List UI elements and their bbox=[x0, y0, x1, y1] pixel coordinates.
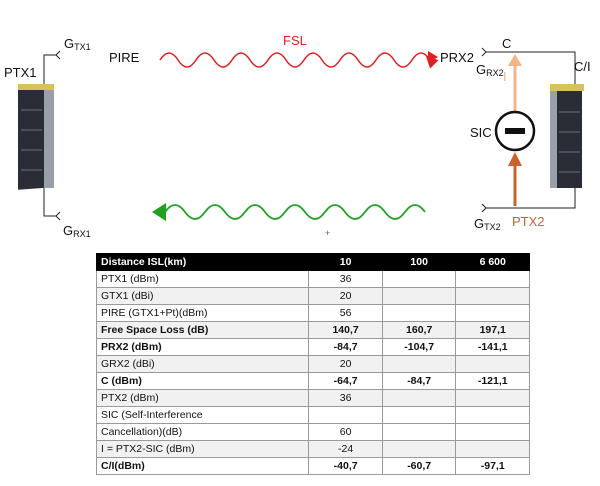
table-cell bbox=[455, 270, 530, 288]
table-row: C (dBm) -64,7 -84,7 -121,1 bbox=[95, 372, 530, 390]
table-cell bbox=[455, 389, 530, 407]
table-cell: -141,1 bbox=[455, 338, 530, 356]
i-label: I bbox=[503, 69, 507, 84]
table-cell: PIRE (GTX1+Pt)(dBm) bbox=[95, 304, 310, 322]
table-cell bbox=[455, 304, 530, 322]
table-cell: 36 bbox=[308, 270, 383, 288]
header-cell: 10 bbox=[308, 253, 383, 271]
table-cell bbox=[381, 389, 457, 407]
table-cell: -40,7 bbox=[308, 457, 383, 475]
table-row: GTX1 (dBi) 20 bbox=[95, 287, 530, 305]
fsl-wave bbox=[159, 52, 439, 69]
table-cell bbox=[455, 287, 530, 305]
left-satellite bbox=[18, 84, 54, 190]
table-cell: 56 bbox=[308, 304, 383, 322]
table-cell: 36 bbox=[308, 389, 383, 407]
table-cell: 197,1 bbox=[455, 321, 530, 339]
table-cell: GRX2 (dBi) bbox=[95, 355, 310, 373]
isl-link-budget-table: Distance ISL(km) 10 100 6 600 PTX1 (dBm)… bbox=[95, 253, 530, 475]
grx1-label: GRX1 bbox=[63, 223, 91, 240]
link-diagram bbox=[18, 47, 584, 221]
return-wave bbox=[164, 204, 426, 220]
table-cell: -64,7 bbox=[308, 372, 383, 390]
table-cell: 60 bbox=[308, 423, 383, 441]
gtx1-label: GTX1 bbox=[64, 36, 91, 53]
prx2-label: PRX2 bbox=[440, 50, 474, 65]
table-row: GRX2 (dBi) 20 bbox=[95, 355, 530, 373]
table-cell: -84,7 bbox=[381, 372, 457, 390]
table-cell: C/I(dBm) bbox=[95, 457, 310, 475]
table-cell: -60,7 bbox=[381, 457, 457, 475]
table-cell: 160,7 bbox=[381, 321, 457, 339]
table-cell: -24 bbox=[308, 440, 383, 458]
header-cell: 6 600 bbox=[455, 253, 530, 271]
c-label: C bbox=[502, 36, 512, 51]
ptx2-label: PTX2 bbox=[512, 214, 545, 229]
table-cell: Free Space Loss (dB) bbox=[95, 321, 310, 339]
table-cell: I = PTX2-SIC (dBm) bbox=[95, 440, 310, 458]
table-cell bbox=[381, 440, 457, 458]
table-cell: 20 bbox=[308, 287, 383, 305]
i-arrowhead bbox=[508, 54, 522, 66]
table-cell: 20 bbox=[308, 355, 383, 373]
table-header-row: Distance ISL(km) 10 100 6 600 bbox=[95, 253, 530, 271]
c-over-i-label: C/I bbox=[574, 59, 591, 74]
ptx2-arrowhead bbox=[508, 152, 522, 166]
table-cell bbox=[455, 355, 530, 373]
table-cell: SIC (Self-Interference bbox=[95, 406, 310, 424]
table-cell bbox=[381, 423, 457, 441]
table-cell: PTX2 (dBm) bbox=[95, 389, 310, 407]
right-antenna-lines bbox=[481, 47, 576, 213]
table-cell: PRX2 (dBm) bbox=[95, 338, 310, 356]
grx2-label: GRX2 bbox=[476, 62, 504, 79]
table-cell bbox=[381, 270, 457, 288]
left-antenna-lines bbox=[43, 50, 61, 221]
pire-label: PIRE bbox=[109, 50, 140, 65]
table-row: Free Space Loss (dB) 140,7 160,7 197,1 bbox=[95, 321, 530, 339]
table-cell: PTX1 (dBm) bbox=[95, 270, 310, 288]
table-cell bbox=[308, 406, 383, 424]
sic-minus bbox=[505, 128, 525, 134]
table-cell bbox=[381, 355, 457, 373]
gtx2-label: GTX2 bbox=[474, 216, 501, 233]
ptx1-label: PTX1 bbox=[4, 65, 37, 80]
table-cell: -97,1 bbox=[455, 457, 530, 475]
table-cell: -121,1 bbox=[455, 372, 530, 390]
table-cell bbox=[381, 287, 457, 305]
table-row: PTX2 (dBm) 36 bbox=[95, 389, 530, 407]
fsl-arrowhead bbox=[428, 51, 438, 63]
header-cell: 100 bbox=[381, 253, 457, 271]
table-cell: GTX1 (dBi) bbox=[95, 287, 310, 305]
table-cell: -84,7 bbox=[308, 338, 383, 356]
table-cell bbox=[455, 440, 530, 458]
table-row: PRX2 (dBm) -84,7 -104,7 -141,1 bbox=[95, 338, 530, 356]
table-cell: 140,7 bbox=[308, 321, 383, 339]
table-cell: C (dBm) bbox=[95, 372, 310, 390]
table-cell bbox=[381, 406, 457, 424]
table-row: C/I(dBm) -40,7 -60,7 -97,1 bbox=[95, 457, 530, 475]
header-cell: Distance ISL(km) bbox=[95, 253, 310, 271]
plus-mark: + bbox=[325, 228, 331, 238]
fsl-label: FSL bbox=[283, 33, 307, 48]
table-cell bbox=[455, 423, 530, 441]
return-arrowhead bbox=[152, 203, 166, 221]
table-row: PIRE (GTX1+Pt)(dBm) 56 bbox=[95, 304, 530, 322]
sic-label: SIC bbox=[470, 125, 492, 140]
table-cell bbox=[381, 304, 457, 322]
table-cell: Cancellation)(dB) bbox=[95, 423, 310, 441]
table-row: I = PTX2-SIC (dBm) -24 bbox=[95, 440, 530, 458]
table-cell bbox=[455, 406, 530, 424]
table-row: PTX1 (dBm) 36 bbox=[95, 270, 530, 288]
table-cell: -104,7 bbox=[381, 338, 457, 356]
right-satellite bbox=[550, 84, 584, 188]
table-row: SIC (Self-Interference bbox=[95, 406, 530, 424]
table-row: Cancellation)(dB) 60 bbox=[95, 423, 530, 441]
